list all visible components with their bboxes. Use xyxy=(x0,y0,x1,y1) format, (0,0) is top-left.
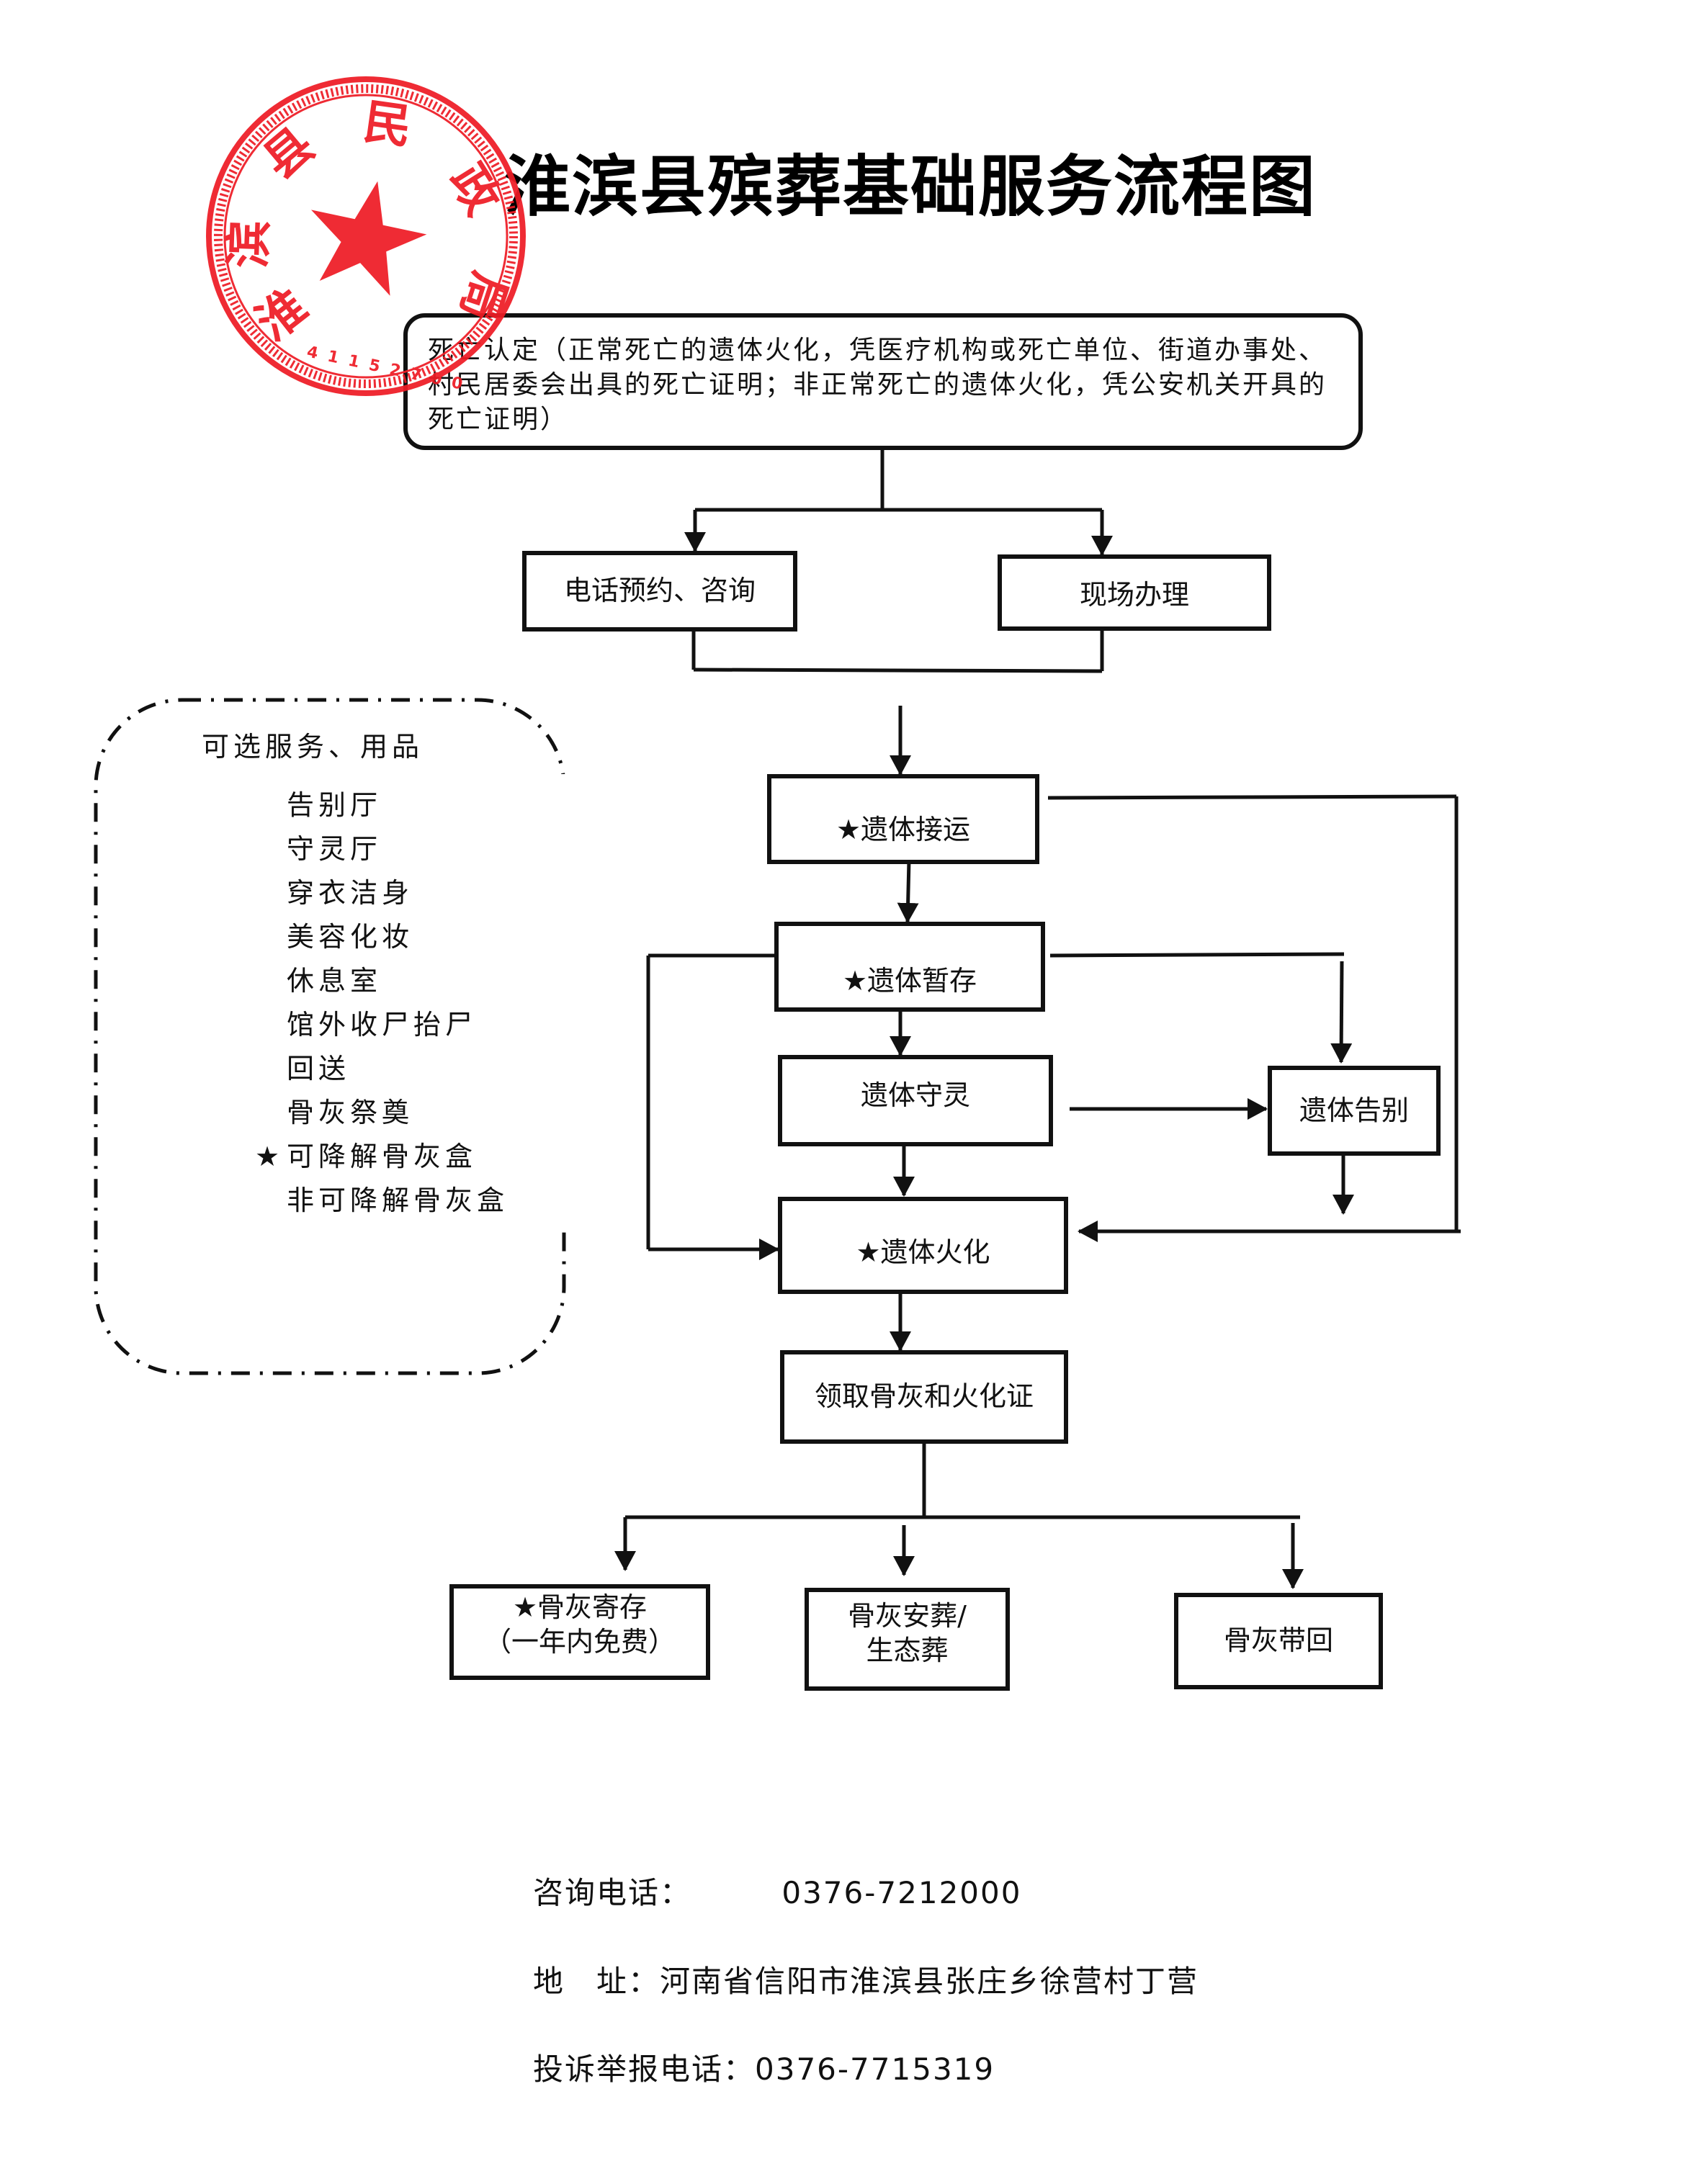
body-vigil-label: 遗体守灵 xyxy=(860,1079,970,1111)
stamp-char-6: 局 xyxy=(450,266,519,328)
phone-booking-box: 电话预约、咨询 xyxy=(522,551,797,632)
stamp-char-3: 县 xyxy=(252,116,325,189)
optional-item: 骨灰祭奠 xyxy=(287,1091,509,1135)
on-site-label: 现场办理 xyxy=(1079,579,1189,611)
optional-item-label: 穿衣洁身 xyxy=(287,877,414,909)
stamp-char-4: 民 xyxy=(360,93,415,155)
optional-item: 美容化妆 xyxy=(287,915,509,959)
death-confirmation-text: 死亡认定（正常死亡的遗体火化，凭医疗机构或死亡单位、街道办事处、村民居委会出具的… xyxy=(428,336,1327,434)
consult-phone-line: 咨询电话： 0376-7212000 xyxy=(533,1869,1021,1913)
ash-storage-label: ★骨灰寄存 xyxy=(512,1591,648,1623)
optional-services-title: 可选服务、用品 xyxy=(202,731,424,763)
optional-item: 穿衣洁身 xyxy=(287,871,509,915)
optional-item-label: 告别厅 xyxy=(287,789,382,821)
stamp-char-1: 淮 xyxy=(246,278,318,351)
body-vigil-box: 遗体守灵 xyxy=(778,1055,1053,1146)
optional-item-label: 可降解骨灰盒 xyxy=(287,1141,478,1172)
consult-phone-label: 咨询电话： xyxy=(533,1875,692,1910)
optional-item: ★可降解骨灰盒 xyxy=(255,1135,509,1179)
ash-take-home-box: 骨灰带回 xyxy=(1174,1593,1383,1689)
address-line: 地 址：河南省信阳市淮滨县张庄乡徐营村丁营 xyxy=(533,1957,1199,2001)
optional-services-list: 告别厅 守灵厅 穿衣洁身 美容化妆 休息室 馆外收尸抬尸 回送 骨灰祭奠 ★可降… xyxy=(255,783,509,1223)
complaint-phone-line: 投诉举报电话：0376-7715319 xyxy=(533,2045,995,2089)
ash-take-home-label: 骨灰带回 xyxy=(1223,1624,1333,1657)
address-label: 地 址： xyxy=(533,1964,660,1999)
complaint-phone-number: 0376-7715319 xyxy=(755,2052,995,2087)
body-farewell-box: 遗体告别 xyxy=(1268,1066,1441,1156)
connector-storage-right xyxy=(1049,952,1345,958)
optional-item-label: 馆外收尸抬尸 xyxy=(287,1009,478,1041)
cremation-label: ★遗体火化 xyxy=(856,1236,990,1268)
optional-item-label: 守灵厅 xyxy=(287,833,382,865)
optional-item: 守灵厅 xyxy=(287,827,509,871)
body-farewell-label: 遗体告别 xyxy=(1299,1094,1409,1126)
optional-item-label: 非可降解骨灰盒 xyxy=(287,1185,509,1216)
phone-booking-label: 电话预约、咨询 xyxy=(563,575,756,607)
optional-item-label: 美容化妆 xyxy=(287,921,414,953)
address-value: 河南省信阳市淮滨县张庄乡徐营村丁营 xyxy=(660,1964,1199,1999)
consult-phone-number: 0376-7212000 xyxy=(781,1875,1022,1910)
optional-item: 休息室 xyxy=(287,959,509,1003)
body-transport-label: ★遗体接运 xyxy=(836,813,971,845)
ash-burial-box: 骨灰安葬/ 生态葬 xyxy=(805,1588,1010,1691)
ash-storage-box: ★骨灰寄存 （一年内免费） xyxy=(449,1584,710,1680)
ash-storage-note: （一年内免费） xyxy=(483,1625,676,1658)
official-stamp: 淮 滨 县 民 政 局 41152700 xyxy=(206,76,526,396)
stamp-star-icon xyxy=(310,181,427,296)
stamp-char-2: 滨 xyxy=(220,220,277,269)
cremation-box: ★遗体火化 xyxy=(778,1197,1068,1294)
optional-item: 回送 xyxy=(287,1047,509,1091)
body-storage-box: ★遗体暂存 xyxy=(774,922,1045,1012)
connector-transport-right xyxy=(1047,794,1457,800)
complaint-phone-label: 投诉举报电话： xyxy=(533,2052,756,2087)
body-storage-label: ★遗体暂存 xyxy=(842,964,977,997)
star-icon: ★ xyxy=(255,1141,285,1172)
optional-item-label: 休息室 xyxy=(287,965,382,997)
optional-item: 馆外收尸抬尸 xyxy=(287,1003,509,1047)
collect-ashes-label: 领取骨灰和火化证 xyxy=(814,1380,1034,1413)
death-confirmation-box: 死亡认定（正常死亡的遗体火化，凭医疗机构或死亡单位、街道办事处、村民居委会出具的… xyxy=(403,313,1363,450)
arrow-transport-to-storage xyxy=(897,860,919,923)
collect-ashes-box: 领取骨灰和火化证 xyxy=(780,1350,1068,1444)
optional-item: 非可降解骨灰盒 xyxy=(287,1179,509,1223)
body-transport-box: ★遗体接运 xyxy=(767,774,1039,864)
on-site-box: 现场办理 xyxy=(998,554,1271,631)
page-title: 淮滨县殡葬基础服务流程图 xyxy=(504,148,1317,225)
arrow-to-farewell xyxy=(1330,961,1353,1064)
optional-item: 告别厅 xyxy=(287,783,509,827)
optional-services-panel: 可选服务、用品 告别厅 守灵厅 穿衣洁身 美容化妆 休息室 馆外收尸抬尸 回送 … xyxy=(94,698,565,1375)
connector-merge-horizontal xyxy=(693,668,1103,673)
stamp-char-5: 政 xyxy=(439,154,511,224)
ash-burial-label-2: 生态葬 xyxy=(866,1634,949,1666)
optional-item-label: 骨灰祭奠 xyxy=(287,1097,414,1128)
ash-burial-label: 骨灰安葬/ xyxy=(848,1600,967,1632)
optional-item-label: 回送 xyxy=(287,1053,351,1084)
